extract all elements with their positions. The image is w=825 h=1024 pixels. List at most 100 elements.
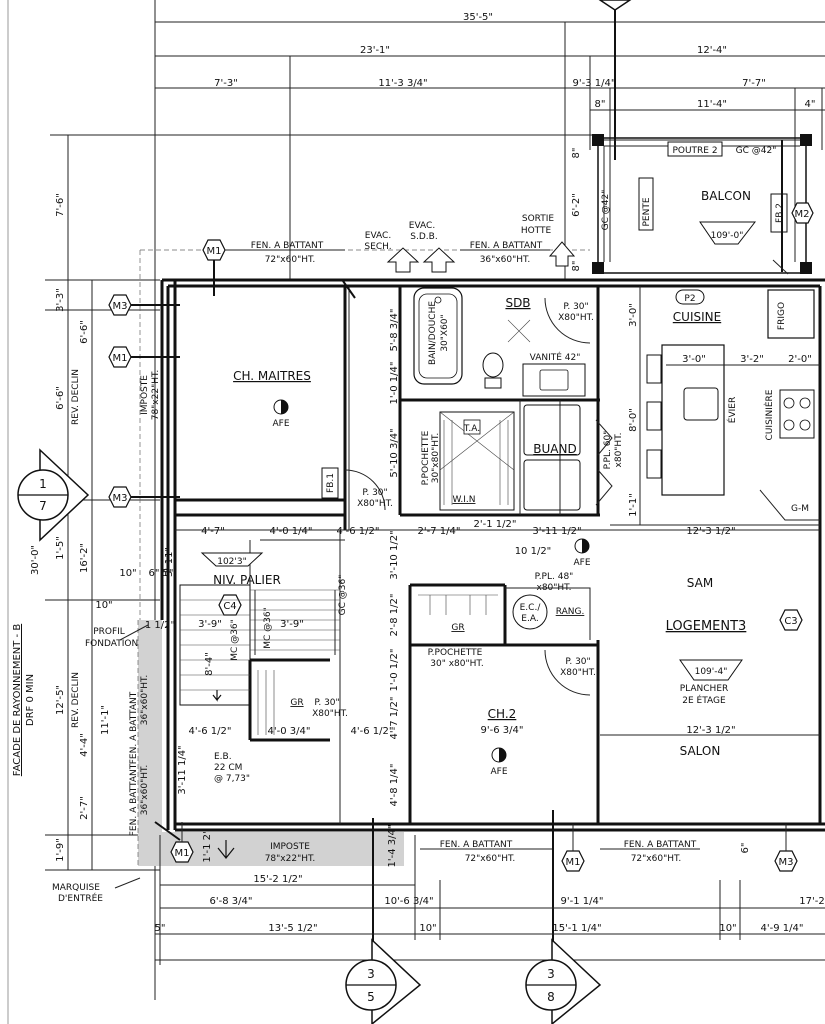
hall-dimensions: 3'-10 1/2" 2'-8 1/2" 1'-0 1/2" 4'-7 1/2"… xyxy=(389,530,400,806)
hotte-label: HOTTE xyxy=(521,226,552,236)
dim-d20: 5'-10 3/4" xyxy=(389,428,400,477)
mc36-b: MC @36" xyxy=(263,607,273,649)
cuisine-title: CUISINE xyxy=(673,310,721,324)
section-3-top: 3 xyxy=(547,967,555,981)
balcon-title: BALCON xyxy=(701,189,751,203)
plancher-label: PLANCHER xyxy=(680,684,729,694)
dim-d16: 3'-9" xyxy=(198,619,222,630)
dim-v3: 6'-6" xyxy=(79,320,90,344)
ch-maitres-title: CH. MAITRES xyxy=(233,369,311,383)
size-36x60: 36"x60"HT. xyxy=(480,255,531,265)
fen-bottom-2: FEN. A BATTANT xyxy=(624,840,697,850)
ppochette-1b: 30"x80"HT. xyxy=(431,433,441,484)
dim-d30: 8" xyxy=(571,148,582,159)
evac-sdb-1: EVAC. xyxy=(409,221,435,231)
section-1-top: 1 xyxy=(39,477,47,491)
buand-title: BUAND xyxy=(533,442,576,456)
bottom-notes: M1 IMPOSTE 78"x22"HT. 1'-1 2" 1'-4 3/4" … xyxy=(52,624,798,960)
dim-d33: 3'-11 1/4" xyxy=(177,745,188,794)
afe-2: AFE xyxy=(573,558,590,568)
evier-label: ÉVIER xyxy=(726,397,738,423)
ch2-dim: 9'-6 3/4" xyxy=(481,725,524,736)
p30-3: P. 30" xyxy=(314,698,339,708)
logement-level: 109'-4" xyxy=(695,667,728,677)
dim-row3-b: 11'-3 3/4" xyxy=(378,78,427,89)
ppochette-2b: 30" x80"HT. xyxy=(430,659,483,669)
dim-d8: 10 1/2" xyxy=(515,546,552,557)
stair: 102'3" NIV. PALIER 3'-9" 3'-9" 8'-4" MC … xyxy=(179,552,348,706)
imposte-bot-size: 78"x22"HT. xyxy=(265,854,316,864)
dim-b1: 15'-2 1/2" xyxy=(253,874,302,885)
dim-v7: 1'-5" xyxy=(55,536,66,560)
section-marker-1-7: 1 7 xyxy=(17,448,90,542)
ec-label: E.C./ xyxy=(520,603,542,613)
marquise-2: D'ENTRÉE xyxy=(58,892,103,904)
sdb-title: SDB xyxy=(505,296,530,310)
gc42-top: GC @42" xyxy=(736,146,777,156)
p30-2: P. 30" xyxy=(563,302,588,312)
section-2-top: 3 xyxy=(367,967,375,981)
mid-dimensions: 4'-7" 4'-0 1/4" 4'-6 1/2" 2'-7 1/4" 2'-1… xyxy=(95,519,820,631)
dim-d32: 5'-11" xyxy=(164,547,175,577)
tag-c3: C3 xyxy=(784,616,797,627)
rang-title: RANG. xyxy=(556,607,585,617)
dim-d2: 4'-0 1/4" xyxy=(270,526,313,537)
dim-row3-a: 7'-3" xyxy=(214,78,238,89)
dim-d34: 10" xyxy=(119,568,136,579)
dim-b7: 10" xyxy=(419,923,436,934)
dim-v11: 1'-9" xyxy=(55,838,66,862)
dim-d7: 12'-3 1/2" xyxy=(686,526,735,537)
dim-d19: 1'-0 1/4" xyxy=(389,362,400,405)
tag-m1-bot: M1 xyxy=(175,848,190,859)
tag-m1-top: M1 xyxy=(207,246,222,257)
size-72x60: 72"x60"HT. xyxy=(265,255,316,265)
section-2-bottom: 5 xyxy=(367,990,375,1004)
dim-b4: 9'-1 1/4" xyxy=(561,896,604,907)
gc42-side: GC @42" xyxy=(601,190,611,231)
dim-d21: 3'-10 1/2" xyxy=(389,530,400,579)
dim-d37: 10" xyxy=(95,600,112,611)
room-win: T.A. W.I.N P.POCHETTE 30"x80"HT. xyxy=(421,411,515,511)
p30-4: P. 30" xyxy=(565,657,590,667)
dim-left-span: 23'-1" xyxy=(360,45,390,56)
fen-side-1: FEN. A BATTANT xyxy=(129,691,139,764)
eb-2: 22 CM xyxy=(214,763,242,773)
dim-d36: 5" xyxy=(163,568,174,579)
dim-d30b: 8" xyxy=(571,261,582,272)
dim-d17: 3'-9" xyxy=(280,619,304,630)
ea-label: E.A. xyxy=(521,614,538,624)
imposte-side: IMPOSTE xyxy=(140,375,150,415)
section-3-bottom: 8 xyxy=(547,990,555,1004)
dim-v6: 16'-2" xyxy=(79,543,90,573)
dim-right-span: 12'-4" xyxy=(697,45,727,56)
gc36-label: GC @36" xyxy=(338,575,348,616)
gr-title: GR xyxy=(451,623,464,633)
dim-d27: 1'-1" xyxy=(628,493,639,517)
fen-side-2-size: 36"x60"HT. xyxy=(140,765,150,816)
dim-b9: 10" xyxy=(719,923,736,934)
room-gr-rang: GR P.PL. 48" x80"HT. E.C./ E.A. RANG. P.… xyxy=(418,572,596,696)
bain-label: BAIN/DOUCHE xyxy=(428,301,438,365)
tag-m3-bot: M3 xyxy=(779,857,794,868)
dim-d18: 5'-8 3/4" xyxy=(389,309,400,352)
dim-row3-d: 7'-7" xyxy=(742,78,766,89)
win-title: W.I.N xyxy=(453,495,476,505)
dim-v9: 4'-4" xyxy=(79,733,90,757)
evac-sdb-2: S.D.B. xyxy=(410,232,437,242)
ppochette-2: P.POCHETTE xyxy=(428,648,483,658)
dim-b2: 6'-8 3/4" xyxy=(210,896,253,907)
ch2-title: CH.2 xyxy=(488,707,517,721)
profil-1: PROFIL xyxy=(93,627,125,637)
room-buand: BUAND P.PL. 60" x80"HT. xyxy=(523,404,624,511)
etage-label: 2E ÉTAGE xyxy=(682,694,726,706)
dim-d31: 8'-4" xyxy=(204,652,215,676)
fen-bottom-2-size: 72"x60"HT. xyxy=(631,854,682,864)
dim-d13: 4'-6 1/2" xyxy=(189,726,232,737)
p30-1: P. 30" xyxy=(362,488,387,498)
section-marker-3-5: 3 5 xyxy=(345,938,422,1024)
facade-note-2: DRF 0 MIN xyxy=(25,674,36,726)
fen-bottom-1: FEN. A BATTANT xyxy=(440,840,513,850)
dim-d23: 1'-0 1/2" xyxy=(389,649,400,692)
room-sdb: BAIN/DOUCHE 30"X60" SDB VANITÉ 42" P. 30… xyxy=(413,287,594,397)
cuisiniere-label: CUISINIÈRE xyxy=(763,389,775,440)
